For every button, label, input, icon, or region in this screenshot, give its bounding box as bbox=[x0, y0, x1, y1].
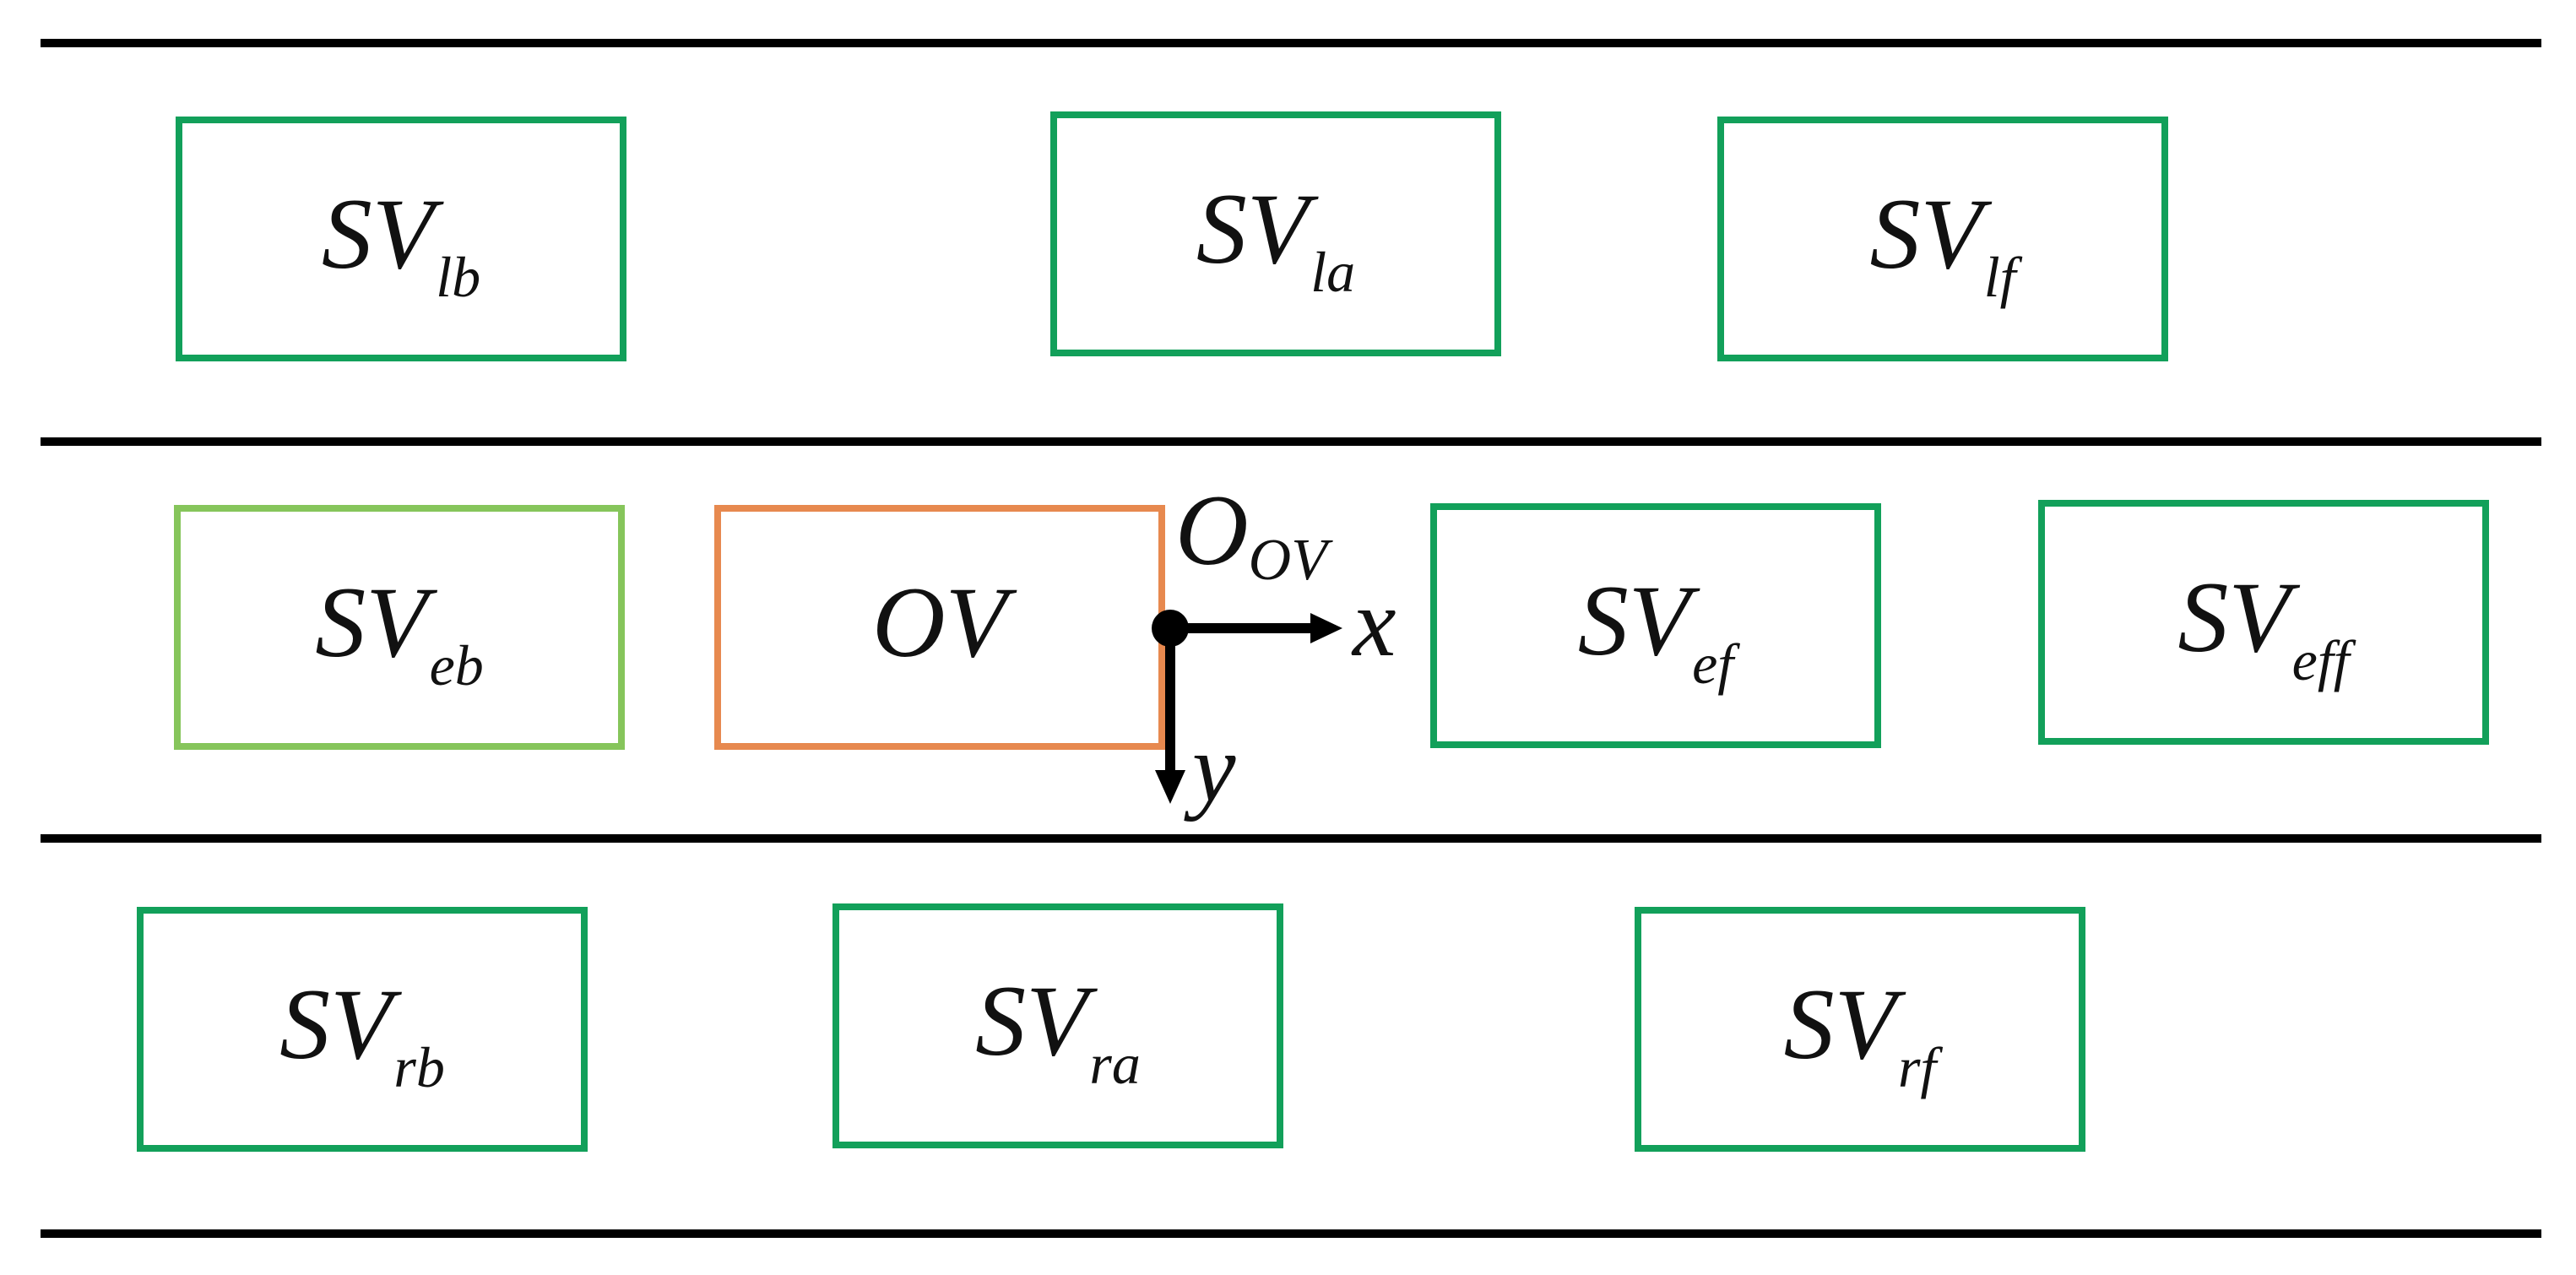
own-vehicle: OV bbox=[714, 505, 1165, 750]
vehicle-sv-la: SVla bbox=[1050, 111, 1501, 356]
vehicle-sv-ef: SVef bbox=[1430, 503, 1881, 748]
vehicle-label: SVef bbox=[1577, 564, 1734, 696]
vehicle-label: SVrb bbox=[279, 968, 445, 1099]
lane-boundary-left-ego bbox=[41, 437, 2541, 446]
vehicle-label: SVra bbox=[975, 964, 1141, 1096]
vehicle-sv-ra: SVra bbox=[832, 903, 1283, 1148]
lane-boundary-bottom bbox=[41, 1229, 2541, 1238]
vehicle-label: SVla bbox=[1196, 172, 1356, 304]
y-axis-arrowhead bbox=[1155, 770, 1185, 804]
own-vehicle-label: OV bbox=[872, 566, 1007, 678]
vehicle-sv-eff: SVeff bbox=[2038, 500, 2489, 745]
vehicle-label: SVlf bbox=[1869, 177, 2016, 309]
origin-label: OOV bbox=[1175, 474, 1333, 593]
vehicle-label: SVrf bbox=[1783, 968, 1937, 1099]
vehicle-sv-lb: SVlb bbox=[176, 117, 626, 361]
y-axis-label: y bbox=[1184, 714, 1236, 822]
x-axis-label: x bbox=[1351, 569, 1396, 677]
vehicle-sv-lf: SVlf bbox=[1717, 117, 2168, 361]
vehicle-sv-rb: SVrb bbox=[137, 907, 588, 1152]
vehicle-label: SVlb bbox=[321, 177, 481, 309]
vehicle-sv-eb: SVeb bbox=[174, 505, 625, 750]
lane-boundary-ego-right bbox=[41, 834, 2541, 843]
x-axis-arrowhead bbox=[1310, 613, 1342, 643]
vehicle-label: SVeb bbox=[315, 566, 484, 697]
vehicle-sv-rf: SVrf bbox=[1635, 907, 2085, 1152]
lane-boundary-top bbox=[41, 39, 2541, 47]
vehicle-label: SVeff bbox=[2177, 561, 2350, 692]
